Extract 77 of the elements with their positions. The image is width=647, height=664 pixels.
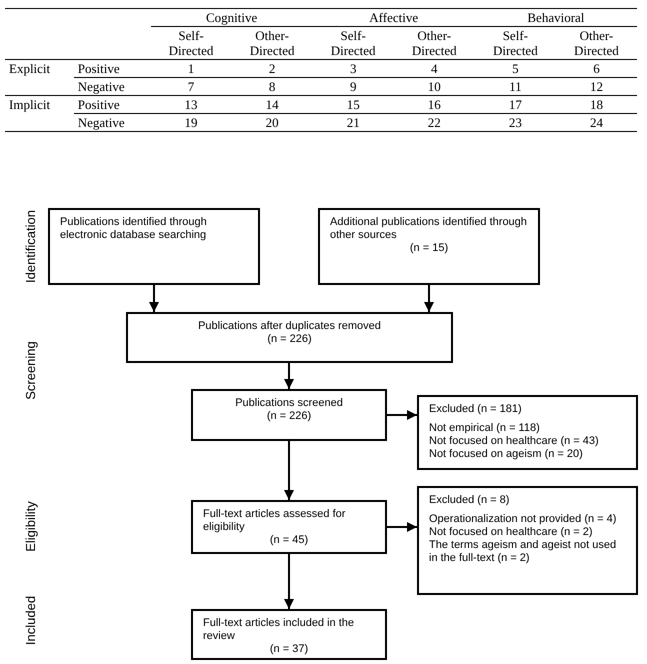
row-header: Implicit — [9, 97, 50, 112]
row-subheader: Positive — [78, 97, 120, 112]
table-value: 18 — [590, 97, 603, 112]
process-box — [191, 609, 387, 660]
box-text: (n = 15) — [408, 242, 450, 255]
table-value: 1 — [188, 61, 194, 76]
process-box — [191, 500, 387, 554]
box-text: (n = 37) — [268, 643, 310, 656]
row-subheader: Positive — [78, 61, 120, 76]
column-subheader: Self- Directed — [168, 28, 214, 58]
box-heading: Full-text articles included in the review — [203, 617, 356, 643]
table-value: 7 — [188, 79, 194, 94]
process-box — [318, 208, 540, 285]
table-value: 12 — [590, 79, 603, 94]
column-subheader: Self- Directed — [330, 28, 377, 58]
arrow — [284, 363, 294, 389]
box-text: (n = 226) — [266, 333, 313, 346]
process-box — [417, 486, 638, 595]
arrow — [149, 285, 159, 312]
table-value: 16 — [428, 97, 441, 112]
table-value: 5 — [512, 61, 519, 76]
box-text: Not focused on ageism (n = 20) — [429, 448, 584, 461]
box-heading: Full-text articles assessed for eligibility — [203, 508, 346, 534]
process-box — [191, 389, 387, 441]
box-text: Operationalization not provided (n = 4) — [429, 513, 618, 526]
table-value: 24 — [590, 115, 603, 130]
table-value: 20 — [266, 115, 279, 130]
arrow — [284, 441, 294, 500]
table-value: 10 — [428, 79, 441, 94]
table-value: 23 — [508, 115, 522, 130]
column-subheader: Self- Directed — [492, 28, 539, 58]
process-box — [126, 312, 453, 363]
process-box — [417, 395, 638, 470]
box-text: (n = 226) — [266, 410, 312, 423]
table-value: 6 — [593, 61, 600, 76]
column-header: Behavioral — [527, 10, 584, 25]
arrow — [387, 522, 417, 532]
table-value: 3 — [350, 61, 356, 76]
row-subheader: Negative — [78, 79, 125, 94]
arrow — [387, 410, 417, 420]
box-text: Not empirical (n = 118) — [429, 422, 541, 435]
box-heading: Additional publications identified through other sources — [330, 216, 528, 242]
box-text: (n = 45) — [268, 534, 310, 547]
column-subheader: Other- Directed — [248, 28, 296, 58]
column-header: Affective — [369, 10, 418, 25]
row-subheader: Negative — [78, 115, 125, 130]
column-subheader: Other- Directed — [573, 28, 620, 58]
phase-label: Eligibility — [22, 500, 38, 552]
row-header: Explicit — [9, 61, 50, 76]
phase-label: Screening — [22, 340, 38, 400]
arrow — [284, 554, 294, 609]
table-value: 2 — [268, 61, 276, 76]
process-box — [48, 208, 260, 285]
column-subheader: Other- Directed — [410, 28, 458, 58]
box-text: Not focused on healthcare (n = 2) — [429, 526, 594, 539]
table-value: 4 — [431, 61, 438, 76]
arrow — [424, 285, 434, 312]
table-value: 17 — [508, 97, 522, 112]
table-value: 15 — [346, 97, 360, 112]
box-text: Not focused on healthcare (n = 43) — [429, 435, 600, 448]
table-value: 13 — [184, 97, 198, 112]
phase-label: Included — [22, 595, 38, 645]
table-value: 22 — [428, 115, 441, 130]
table-value: 9 — [350, 79, 356, 94]
column-header: Cognitive — [206, 10, 258, 25]
table-value: 14 — [266, 97, 279, 112]
table-value: 19 — [184, 115, 198, 130]
box-text: The terms ageism and ageist not used in the full-text (n = 2) — [429, 539, 618, 565]
table-value: 21 — [346, 115, 360, 130]
phase-label: Identification — [22, 210, 38, 282]
box-heading: Publications identified through electronic database searching — [60, 216, 208, 242]
box-heading: Publications after duplicates removed — [197, 320, 382, 333]
table-value: 8 — [268, 79, 276, 94]
box-heading: Excluded (n = 8) — [429, 494, 510, 507]
table-value: 11 — [509, 79, 522, 94]
box-heading: Excluded (n = 181) — [429, 403, 523, 416]
box-heading: Publications screened — [234, 397, 344, 410]
